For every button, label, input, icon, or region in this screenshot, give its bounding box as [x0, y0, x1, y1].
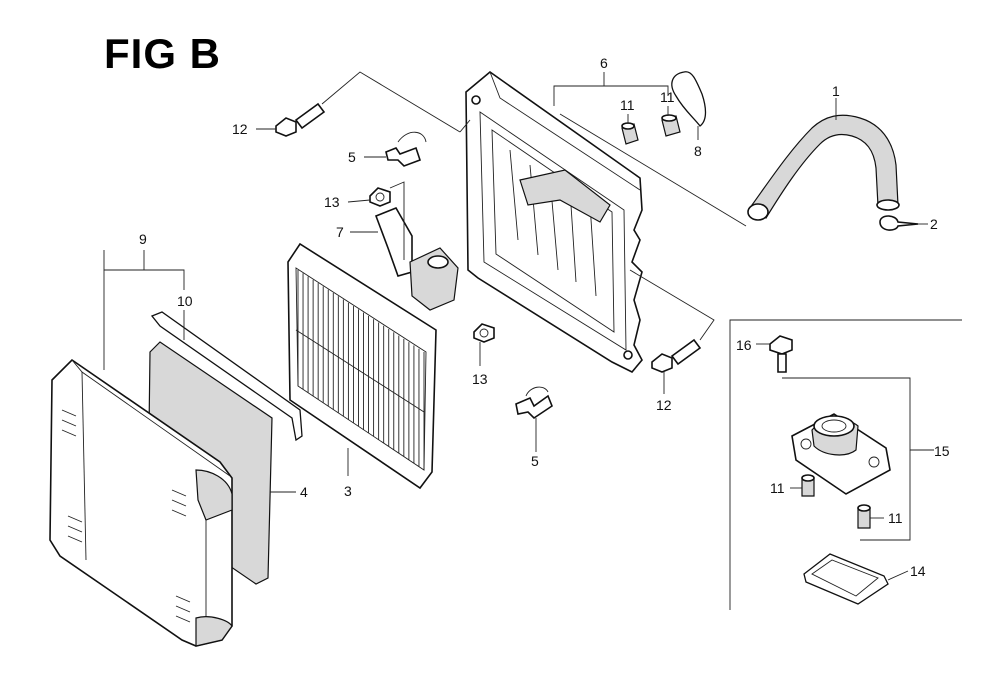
- part-11-grommet-a: [621, 122, 639, 145]
- part-8-gasket: [671, 71, 707, 127]
- callout-13-upper: 13: [324, 194, 340, 210]
- callout-labels: 1 2 3 4 5 5 6 7 8 9 10 11 11 11 11 12 12…: [139, 55, 950, 579]
- part-11-grommet-b: [661, 114, 681, 137]
- callout-2: 2: [930, 216, 938, 232]
- callout-7: 7: [336, 224, 344, 240]
- callout-12-upper: 12: [232, 121, 248, 137]
- figure-title: FIG B: [104, 30, 221, 77]
- part-15-elbow: [791, 413, 891, 495]
- part-11-dowel-c: [801, 474, 815, 497]
- part-10-seal: [150, 311, 303, 442]
- part-11-dowel-d: [857, 504, 871, 529]
- part-9-cover: [49, 358, 233, 647]
- callout-8: 8: [694, 143, 702, 159]
- part-12-bolt-lower: [651, 338, 702, 373]
- part-2-clip: [879, 215, 919, 231]
- part-5-clip-upper: [385, 131, 427, 167]
- callout-9: 9: [139, 231, 147, 247]
- callout-16: 16: [736, 337, 752, 353]
- part-3-air-filter-element: [287, 242, 437, 490]
- part-7-bracket: [374, 206, 459, 311]
- callout-6: 6: [600, 55, 608, 71]
- part-5-clip-lower: [515, 386, 553, 420]
- callout-10: 10: [177, 293, 193, 309]
- callout-5-lower: 5: [531, 453, 539, 469]
- part-16-bolt: [769, 335, 793, 373]
- callout-1: 1: [832, 83, 840, 99]
- callout-11-d: 11: [888, 510, 903, 526]
- part-1-breather-hose: [747, 114, 900, 221]
- callout-11-b: 11: [660, 89, 675, 105]
- part-13-nut-lower: [473, 323, 495, 343]
- part-14-gasket: [803, 553, 889, 605]
- callout-4: 4: [300, 484, 308, 500]
- callout-13-lower: 13: [472, 371, 488, 387]
- callout-12-lower: 12: [656, 397, 672, 413]
- callout-11-c: 11: [770, 480, 785, 496]
- inset-box: [729, 319, 962, 610]
- part-13-nut-upper: [369, 187, 391, 207]
- leader-lines: [103, 71, 934, 581]
- callout-15: 15: [934, 443, 950, 459]
- callout-11-a: 11: [620, 97, 635, 113]
- callout-3: 3: [344, 483, 352, 499]
- callout-14: 14: [910, 563, 926, 579]
- part-12-bolt-upper: [275, 102, 326, 137]
- part-6-air-cleaner-case: [465, 70, 643, 373]
- callout-5-upper: 5: [348, 149, 356, 165]
